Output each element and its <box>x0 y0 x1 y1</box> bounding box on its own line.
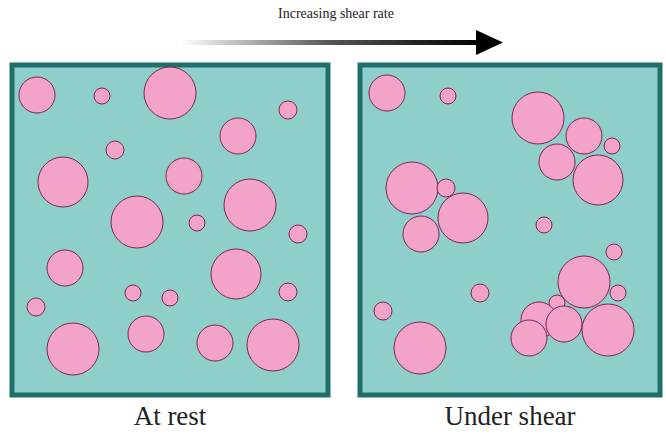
particles-shear <box>369 75 634 374</box>
particle <box>94 88 110 104</box>
shear-rate-label: Increasing shear rate <box>278 6 394 21</box>
particle <box>536 217 552 233</box>
rest-panel <box>12 65 328 395</box>
particle <box>610 285 626 301</box>
particle <box>166 158 202 194</box>
particle <box>279 283 297 301</box>
particle <box>374 302 392 320</box>
particle <box>224 179 276 231</box>
particle <box>211 249 261 299</box>
particle <box>394 322 446 374</box>
shear-arrow <box>180 30 503 55</box>
particle <box>128 316 164 352</box>
label-holder: At rest <box>134 401 207 432</box>
particle <box>162 290 178 306</box>
particle <box>437 179 455 197</box>
particle <box>279 101 297 119</box>
particle <box>512 92 564 144</box>
particle <box>471 284 489 302</box>
particle <box>111 196 163 248</box>
particle <box>438 193 488 243</box>
particles-rest <box>19 67 307 375</box>
particle <box>106 141 124 159</box>
particle <box>125 285 141 301</box>
particle <box>144 67 196 119</box>
particle <box>604 138 620 154</box>
panel-caption: Under shear <box>444 401 575 431</box>
shear-panel <box>360 65 660 395</box>
particle <box>440 88 456 104</box>
particle <box>19 77 55 113</box>
particle <box>403 216 439 252</box>
particle <box>289 225 307 243</box>
particle <box>582 304 634 356</box>
particle <box>369 75 405 111</box>
particle <box>197 325 233 361</box>
particle <box>220 118 256 154</box>
particle <box>511 320 547 356</box>
particle <box>47 250 83 286</box>
particle <box>606 244 622 260</box>
particle <box>27 298 45 316</box>
panel-caption: At rest <box>134 401 207 431</box>
particle <box>539 144 575 180</box>
particle <box>47 323 99 375</box>
particle <box>566 118 602 154</box>
particle <box>386 162 438 214</box>
particle <box>573 155 623 205</box>
particle <box>546 306 582 342</box>
label-holder: Under shear <box>444 401 575 432</box>
particle <box>247 319 299 371</box>
particle <box>189 215 205 231</box>
label-holder: Increasing shear rate <box>278 4 394 22</box>
particle <box>558 256 610 308</box>
particle <box>38 157 88 207</box>
